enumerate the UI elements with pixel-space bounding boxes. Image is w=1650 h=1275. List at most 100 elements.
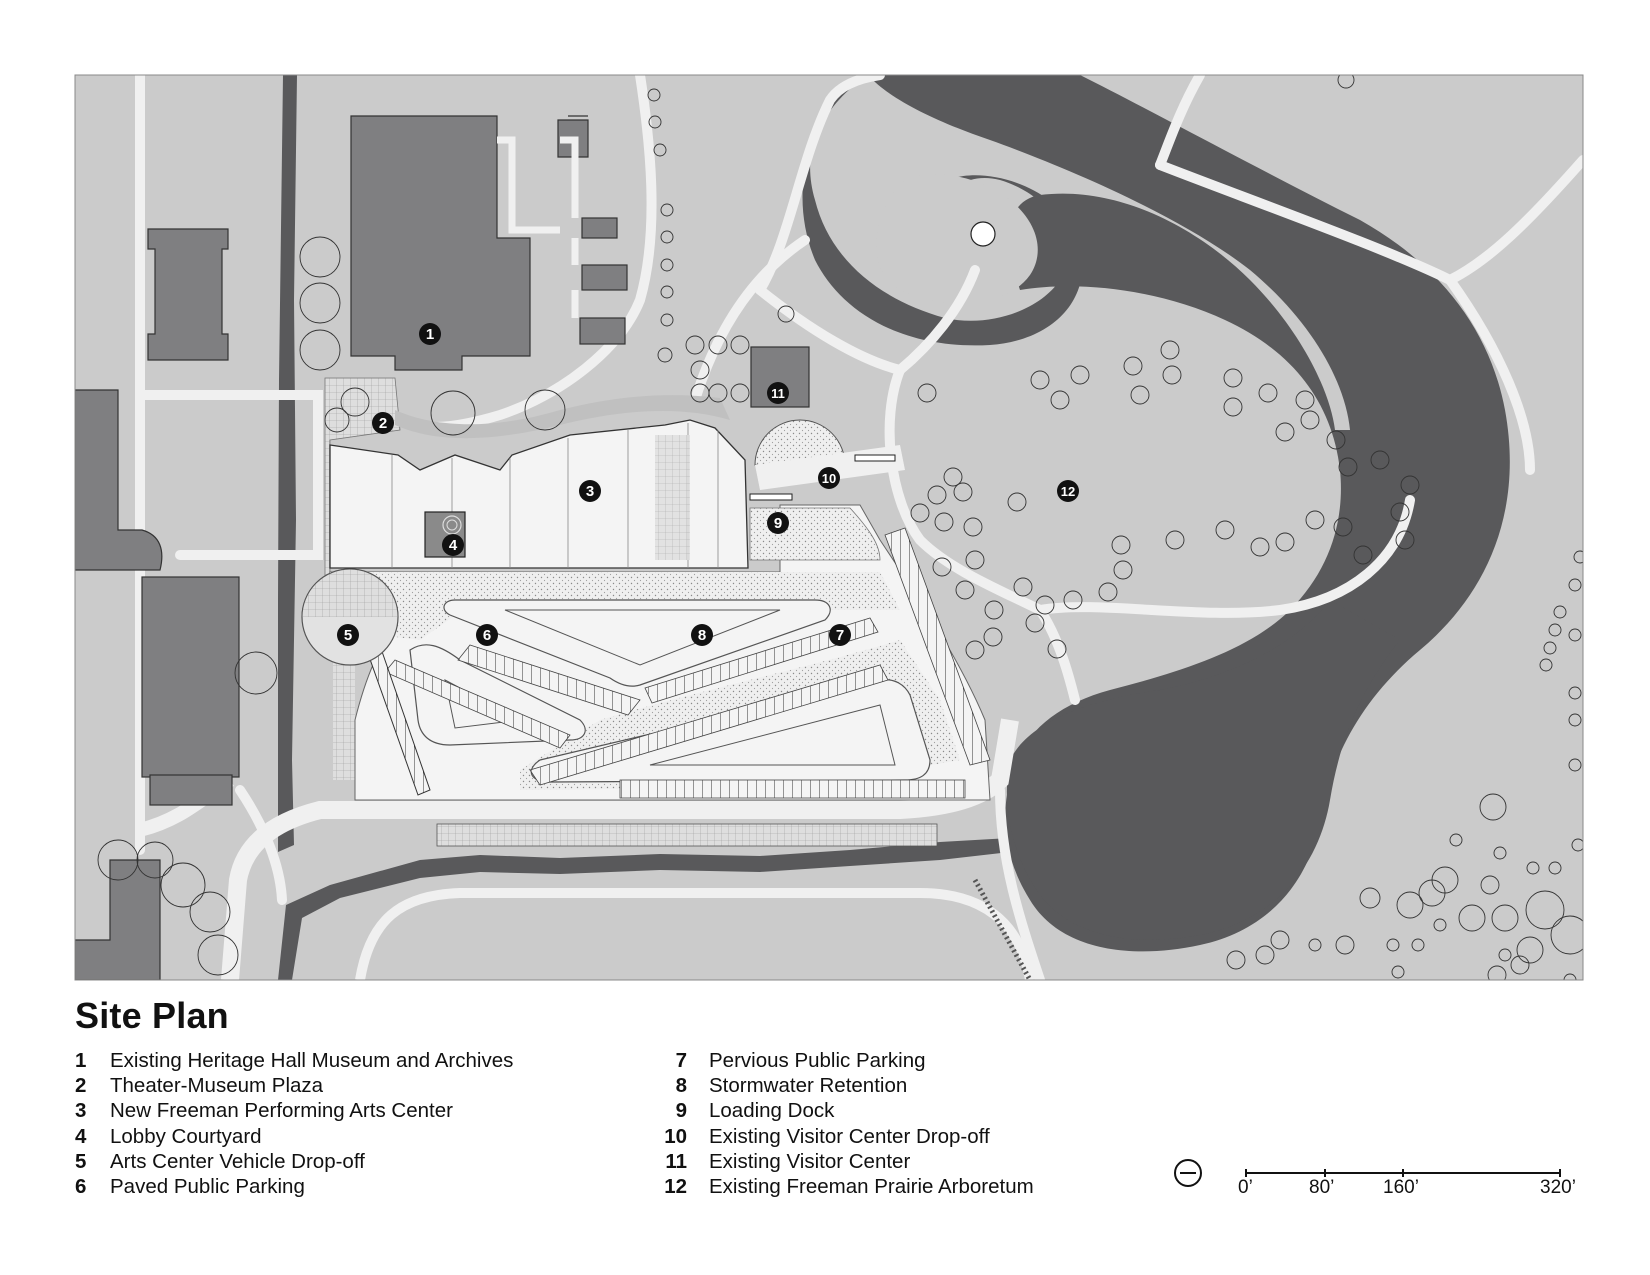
pervious-parking-south (436, 823, 938, 847)
legend-label: Stormwater Retention (709, 1074, 908, 1098)
legend-label: New Freeman Performing Arts Center (110, 1099, 453, 1123)
building-west-south-annex (149, 774, 233, 806)
map-markers: 1 2 3 4 5 6 7 8 9 10 11 12 (337, 323, 1079, 646)
outbuilding-4 (579, 317, 626, 345)
legend-item: 8 Stormwater Retention (660, 1073, 1034, 1098)
legend-number: 1 (75, 1049, 87, 1072)
map-frame (74, 74, 1584, 981)
legend-number: 12 (664, 1174, 687, 1198)
pavilion (970, 221, 996, 247)
marker-4-label: 4 (449, 537, 458, 554)
scale-label-80: 80’ (1309, 1177, 1335, 1198)
legend-label: Existing Visitor Center (709, 1149, 911, 1173)
stall-row-east (884, 527, 991, 766)
building-heritage-hall (350, 115, 531, 371)
outbuilding-paths (497, 136, 579, 318)
south-creek (278, 838, 1010, 980)
visitor-dropoff-loop (754, 419, 846, 466)
north-arrow-icon (1174, 1159, 1202, 1187)
legend-label: Lobby Courtyard (110, 1124, 262, 1148)
marker-3: 3 (579, 480, 601, 502)
marker-6-label: 6 (483, 627, 491, 644)
legend-number: 2 (75, 1074, 87, 1098)
building-west-wing (75, 389, 163, 571)
visitor-dropoff-marker (854, 454, 896, 462)
legend-number: 10 (664, 1124, 687, 1148)
marker-10: 10 (818, 467, 840, 489)
legend-number: 9 (675, 1099, 687, 1123)
legend-left: 1 Existing Heritage Hall Museum and Archi… (75, 1048, 513, 1199)
legend-label: Paved Public Parking (110, 1174, 305, 1198)
legend-item: 2 Theater-Museum Plaza (75, 1073, 513, 1098)
page-title: Site Plan (75, 995, 229, 1036)
river-south-lobe (1006, 600, 1400, 940)
outbuilding-2 (581, 217, 618, 239)
legend-item: 1 Existing Heritage Hall Museum and Archi… (75, 1048, 513, 1073)
outbuilding-3 (581, 264, 628, 291)
legend-number: 6 (75, 1174, 87, 1198)
marker-9-label: 9 (774, 515, 782, 532)
marker-7-label: 7 (836, 627, 844, 644)
marker-7: 7 (829, 624, 851, 646)
marker-2-label: 2 (379, 415, 387, 432)
marker-12: 12 (1057, 480, 1079, 502)
stall-row-1 (457, 644, 641, 716)
legend-number: 5 (75, 1149, 87, 1173)
marker-2: 2 (372, 412, 394, 434)
retention-basin-north (443, 599, 831, 687)
marker-3-label: 3 (586, 483, 594, 500)
legend-item: 6 Paved Public Parking (75, 1174, 513, 1199)
walkways (135, 75, 1583, 980)
stall-row-south (619, 779, 966, 799)
west-creek (278, 75, 297, 852)
legend-item: 3 New Freeman Performing Arts Center (75, 1098, 513, 1123)
legend-item: 10 Existing Visitor Center Drop-off (660, 1124, 1034, 1149)
legend-label: Existing Visitor Center Drop-off (709, 1124, 990, 1148)
legend-item: 9 Loading Dock (660, 1098, 1034, 1123)
legend-item: 7 Pervious Public Parking (660, 1048, 1034, 1073)
legend-number: 7 (675, 1049, 687, 1072)
building-west-north (147, 228, 229, 361)
legend-number: 3 (75, 1099, 87, 1123)
lower-field-outline (355, 888, 1035, 980)
marker-10-label: 10 (822, 471, 836, 486)
legend-label: Existing Freeman Prairie Arboretum (709, 1174, 1034, 1198)
loading-dock-marker-a (749, 493, 793, 501)
plaza-curve (395, 395, 730, 439)
marker-5-label: 5 (344, 627, 352, 644)
legend-number: 8 (675, 1074, 687, 1098)
marker-4: 4 (442, 534, 464, 556)
stall-row-4 (384, 659, 571, 749)
legend-item: 5 Arts Center Vehicle Drop-off (75, 1149, 513, 1174)
marker-11-label: 11 (771, 386, 785, 401)
legend-number: 11 (665, 1149, 687, 1173)
marker-12-label: 12 (1061, 484, 1075, 499)
scale-bar (1245, 1169, 1561, 1177)
scale-label-0: 0’ (1238, 1177, 1253, 1198)
legend-label: Existing Heritage Hall Museum and Archiv… (110, 1049, 514, 1072)
marker-5: 5 (337, 624, 359, 646)
marker-8-label: 8 (698, 627, 706, 644)
legend-item: 12 Existing Freeman Prairie Arboretum (660, 1174, 1034, 1199)
marker-11: 11 (767, 382, 789, 404)
legend-label: Loading Dock (709, 1099, 835, 1123)
scale-label-160: 160’ (1383, 1177, 1419, 1198)
marker-9: 9 (767, 512, 789, 534)
legend-label: Pervious Public Parking (709, 1049, 926, 1072)
stall-row-2 (644, 617, 879, 704)
building-southwest (75, 859, 161, 980)
legend-item: 11 Existing Visitor Center (660, 1149, 1034, 1174)
tree-row-south (972, 878, 1033, 980)
stall-row-3 (529, 664, 889, 786)
drop-off-walk (333, 630, 355, 780)
legend-label: Theater-Museum Plaza (110, 1074, 324, 1098)
retention-basin-east-inner (649, 704, 896, 766)
roof-seating-grid (655, 435, 690, 560)
marker-1-label: 1 (426, 326, 434, 343)
legend-right: 7 Pervious Public Parking 8 Stormwater Ret… (660, 1048, 1034, 1199)
legend-label: Arts Center Vehicle Drop-off (110, 1149, 365, 1173)
marker-6: 6 (476, 624, 498, 646)
river-peninsula (876, 174, 1038, 304)
